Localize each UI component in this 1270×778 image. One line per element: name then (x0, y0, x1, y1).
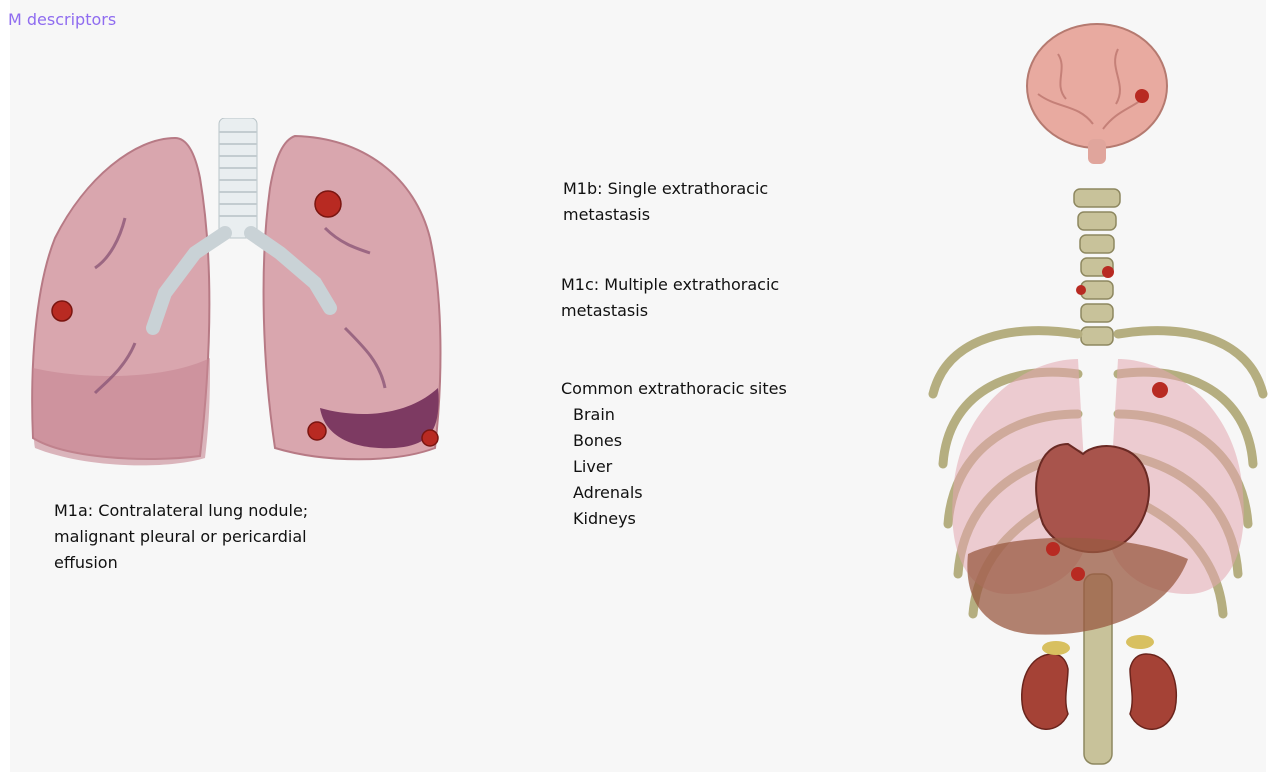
adrenal-right (1042, 641, 1070, 655)
trachea (219, 118, 257, 238)
m1b-description: M1b: Single extrathoracic metastasis (563, 176, 768, 228)
lungs-illustration (25, 118, 445, 488)
thorax-skeleton-illustration (918, 14, 1268, 774)
kidney-right (1022, 654, 1068, 729)
slide-margin-left (0, 0, 10, 778)
m1c-description: M1c: Multiple extrathoracic metastasis (561, 272, 779, 324)
common-sites-list: Common extrathoracic sites Brain Bones L… (561, 376, 787, 532)
slide-title: M descriptors (8, 10, 116, 29)
brainstem (1088, 139, 1106, 164)
liver (967, 538, 1188, 635)
list-item: Bones (573, 428, 787, 454)
list-item: Brain (573, 402, 787, 428)
brain (1027, 24, 1167, 148)
kidney-left (1130, 654, 1176, 729)
heart (1036, 444, 1149, 552)
brain-metastasis (1135, 89, 1149, 103)
adrenal-left (1126, 635, 1154, 649)
list-item: Kidneys (573, 506, 787, 532)
m1a-description: M1a: Contralateral lung nodule; malignan… (54, 498, 308, 576)
list-item: Liver (573, 454, 787, 480)
common-sites-heading: Common extrathoracic sites (561, 376, 787, 402)
list-item: Adrenals (573, 480, 787, 506)
